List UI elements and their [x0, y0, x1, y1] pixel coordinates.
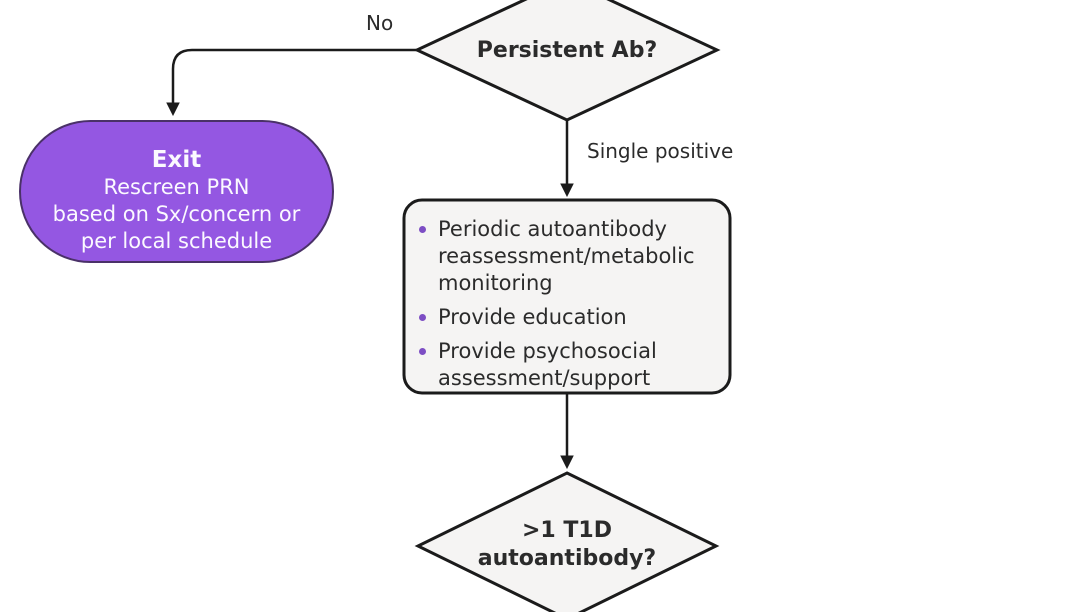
decision-diamond-top — [413, 0, 721, 122]
exit-node-title: Exit — [151, 147, 202, 173]
edge-single-positive-label: Single positive — [587, 139, 734, 163]
list-item-text: Provide education — [438, 305, 627, 329]
decision-bottom-label-line1: >1 T1D — [522, 518, 612, 543]
exit-node-text: Exit Rescreen PRN based on Sx/concern or… — [20, 147, 333, 255]
list-item: Provide education — [416, 304, 708, 331]
list-item-text: Periodic autoantibody reassessment/metab… — [438, 217, 695, 295]
decision-diamond-bottom — [414, 471, 720, 612]
edge-no-label: No — [366, 11, 394, 35]
monitoring-bullet-list: Periodic autoantibody reassessment/metab… — [416, 216, 708, 399]
list-item-text: Provide psychosocial assessment/support — [438, 339, 657, 390]
decision-bottom-label: >1 T1D autoantibody? — [447, 517, 687, 573]
exit-node-line: based on Sx/concern or — [52, 202, 301, 226]
decision-top-label: Persistent Ab? — [476, 38, 658, 63]
monitoring-box-shape — [402, 198, 732, 395]
bullet-icon — [419, 348, 426, 355]
list-item: Periodic autoantibody reassessment/metab… — [416, 216, 708, 297]
edge-no-arrow — [166, 48, 417, 117]
exit-stadium-shape — [19, 120, 334, 263]
bullet-icon — [419, 226, 426, 233]
list-item: Provide psychosocial assessment/support — [416, 338, 708, 392]
exit-node-line: per local schedule — [80, 229, 273, 253]
bullet-icon — [419, 314, 426, 321]
exit-node-line: Rescreen PRN — [103, 175, 250, 199]
decision-bottom-label-line2: autoantibody? — [477, 546, 657, 571]
